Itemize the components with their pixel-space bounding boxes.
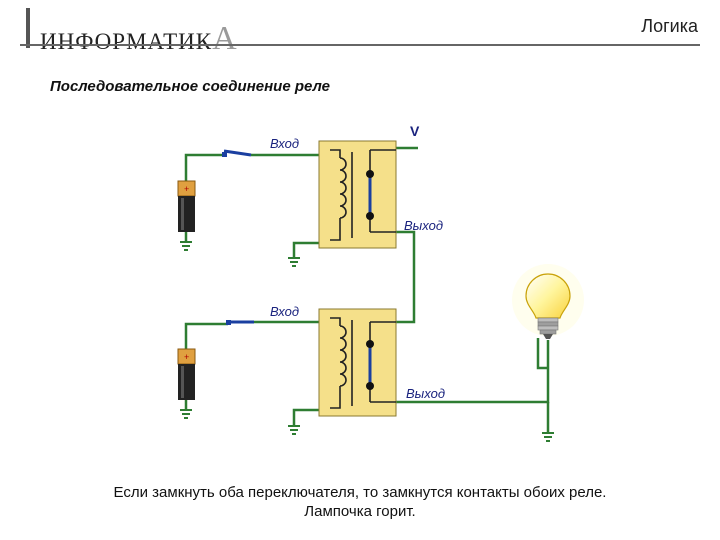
- battery-icon-1: +: [177, 180, 196, 232]
- ground-icon-battery1: [180, 241, 192, 251]
- caption-line-2: Лампочка горит.: [304, 503, 416, 520]
- label-voltage: V: [410, 123, 420, 139]
- brand-letter: А: [212, 20, 237, 57]
- relay-1: [318, 140, 397, 249]
- header-divider: [20, 44, 700, 46]
- ground-icon-relay2: [288, 425, 300, 435]
- svg-text:+: +: [184, 352, 189, 362]
- ground-icon-battery2: [180, 409, 192, 419]
- wire-bulb-return: [536, 338, 548, 370]
- wire-battery1-switch: [184, 153, 224, 188]
- relay-1-coil-icon: [330, 149, 353, 241]
- switch-icon-1: [222, 149, 252, 157]
- label-output-1: Выход: [404, 218, 443, 233]
- relay-2-contact-icon: [366, 321, 396, 403]
- ground-icon-bulb: [542, 432, 554, 442]
- wire-output1-relay2: [396, 230, 416, 324]
- light-bulb-icon: [512, 264, 584, 339]
- wires: [184, 146, 550, 432]
- caption: Если замкнуть оба переключателя, то замк…: [20, 483, 700, 521]
- wire-relay1-ground: [292, 241, 319, 257]
- label-input-2: Вход: [270, 304, 299, 319]
- relay-2: [318, 308, 397, 417]
- battery-icon-2: +: [177, 348, 196, 400]
- caption-line-1: Если замкнуть оба переключателя, то замк…: [113, 484, 607, 501]
- relay-2-coil-icon: [330, 317, 353, 409]
- wire-relay2-ground: [292, 408, 319, 425]
- brand-text-main: ИНФОРМАТИК: [40, 29, 213, 54]
- wire-battery2-switch: [184, 322, 228, 358]
- ground-symbols: [180, 241, 554, 442]
- relay-1-contact-icon: [366, 149, 396, 233]
- svg-text:+: +: [184, 184, 189, 194]
- brand-text: ИНФОРМАТИКА: [40, 20, 237, 58]
- label-output-2: Выход: [406, 386, 445, 401]
- label-input-1: Вход: [270, 136, 299, 151]
- slide-title: Последовательное соединение реле: [50, 78, 330, 95]
- section-label: Логика: [641, 16, 698, 36]
- brand-bar: [26, 8, 30, 48]
- ground-icon-relay1: [288, 257, 300, 267]
- switch-icon-2: [226, 320, 254, 325]
